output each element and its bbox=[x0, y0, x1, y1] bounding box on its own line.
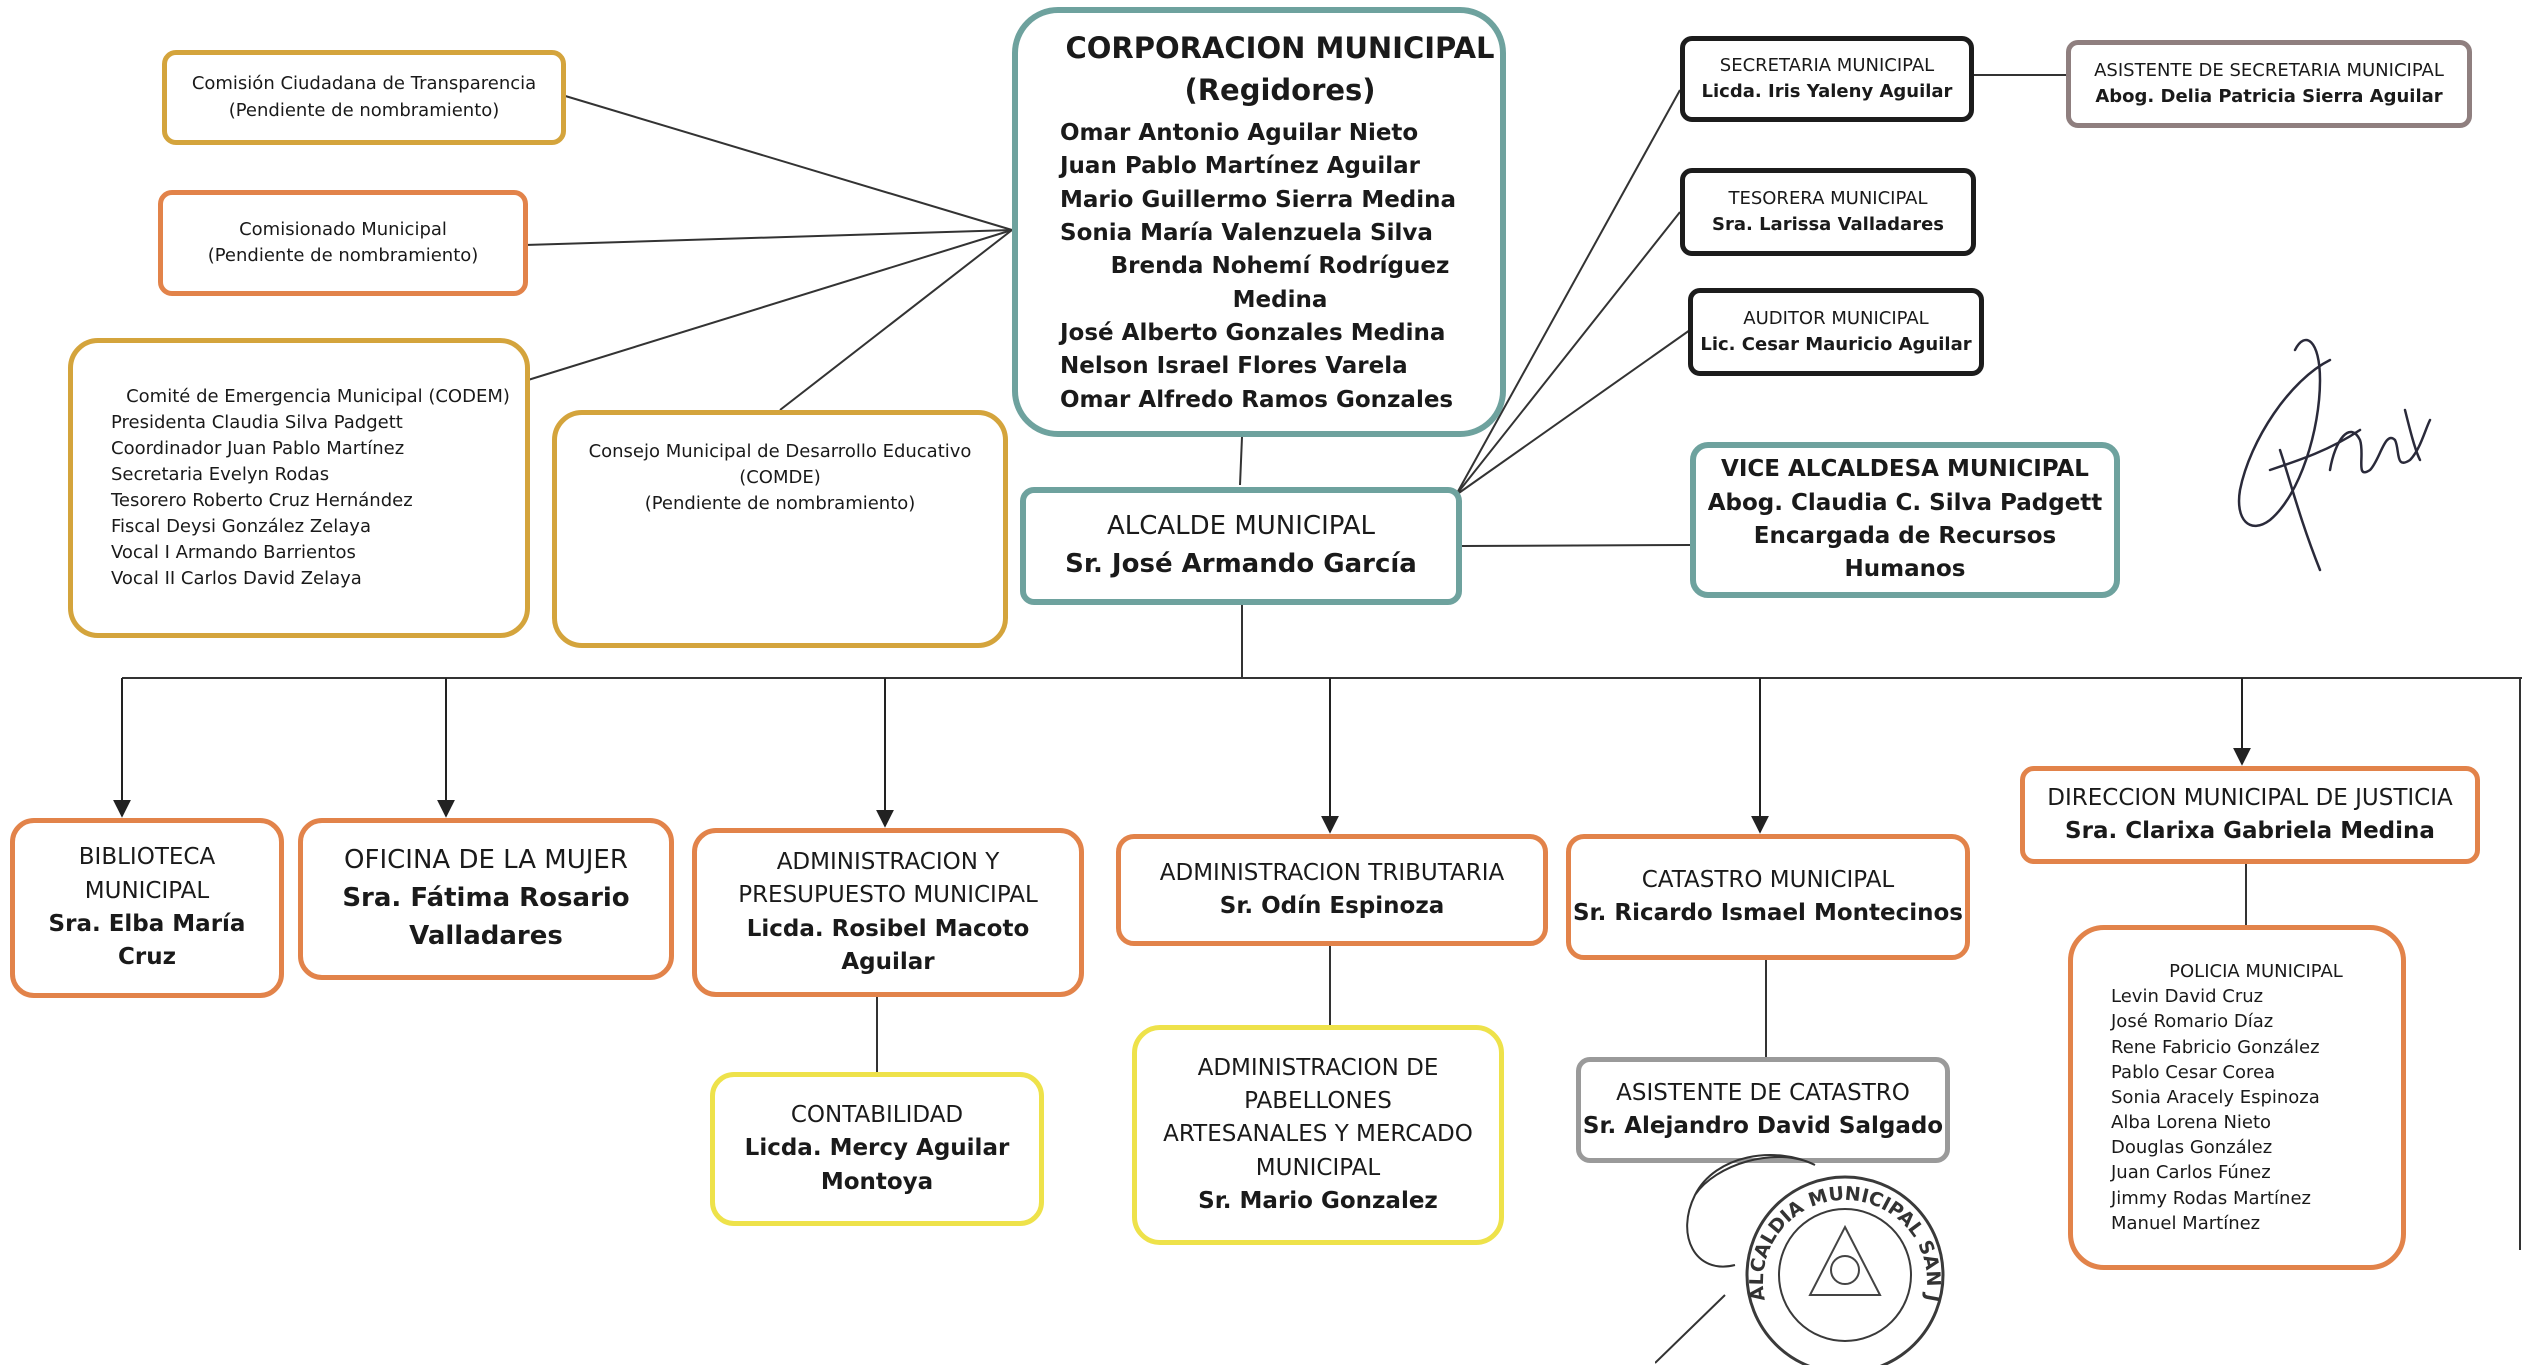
mujer-line3: Valladares bbox=[409, 920, 563, 951]
municipal-seal-icon: ALCALDIA MUNICIPAL SAN JUAN DE OJOJONA bbox=[1655, 1135, 1945, 1365]
asistente-catastro-box: ASISTENTE DE CATASTRO Sr. Alejandro Davi… bbox=[1576, 1057, 1950, 1163]
contabilidad-line3: Montoya bbox=[820, 1168, 934, 1195]
comisionado-title: Comisionado Municipal bbox=[239, 218, 447, 240]
presupuesto-name: Licda. Rosibel Macoto Aguilar bbox=[746, 915, 1030, 975]
pabellones-box: ADMINISTRACION DE PABELLONES ARTESANALES… bbox=[1132, 1025, 1504, 1245]
tesorera-municipal-box: TESORERA MUNICIPAL Sra. Larissa Valladar… bbox=[1680, 168, 1976, 256]
policia-member: Manuel Martínez bbox=[2111, 1212, 2261, 1234]
asistente-catastro-name: Sr. Alejandro David Salgado bbox=[1582, 1113, 1944, 1139]
pabellones-line1: ADMINISTRACION DE bbox=[1197, 1054, 1439, 1081]
codem-box: Comité de Emergencia Municipal (CODEM) P… bbox=[68, 338, 530, 638]
policia-box: POLICIA MUNICIPAL Levin David Cruz José … bbox=[2068, 925, 2406, 1270]
contabilidad-box: CONTABILIDAD Licda. Mercy Aguilar Montoy… bbox=[710, 1072, 1044, 1226]
presupuesto-box: ADMINISTRACION Y PRESUPUESTO MUNICIPAL L… bbox=[692, 828, 1084, 997]
codem-title: Comité de Emergencia Municipal (CODEM) bbox=[126, 385, 510, 407]
tributaria-name: Sr. Odín Espinoza bbox=[1219, 893, 1445, 919]
contabilidad-line2: Licda. Mercy Aguilar bbox=[744, 1135, 1010, 1162]
regidor-item: Omar Antonio Aguilar Nieto bbox=[1060, 120, 1419, 146]
auditor-title: AUDITOR MUNICIPAL bbox=[1743, 307, 1929, 329]
corporacion-municipal-box: CORPORACION MUNICIPAL (Regidores) Omar A… bbox=[1012, 7, 1506, 437]
auditor-name: Lic. Cesar Mauricio Aguilar bbox=[1700, 334, 1972, 355]
policia-member: José Romario Díaz bbox=[2111, 1011, 2274, 1033]
catastro-name: Sr. Ricardo Ismael Montecinos bbox=[1572, 900, 1963, 926]
biblioteca-line4: Cruz bbox=[118, 944, 176, 971]
policia-member: Rene Fabricio González bbox=[2111, 1036, 2320, 1058]
regidor-item: Sonia María Valenzuela Silva bbox=[1060, 220, 1433, 247]
regidor-item: Juan Pablo Martínez Aguilar bbox=[1060, 153, 1421, 180]
pabellones-line4: MUNICIPAL bbox=[1255, 1154, 1381, 1181]
vice-role: Encargada de Recursos Humanos bbox=[1753, 523, 2057, 583]
codem-member: Vocal II Carlos David Zelaya bbox=[111, 568, 362, 590]
regidor-item: Mario Guillermo Sierra Medina bbox=[1060, 186, 1457, 213]
secretaria-municipal-box: SECRETARIA MUNICIPAL Licda. Iris Yaleny … bbox=[1680, 36, 1974, 122]
tributaria-title: ADMINISTRACION TRIBUTARIA bbox=[1159, 859, 1505, 886]
policia-member: Sonia Aracely Espinoza bbox=[2111, 1086, 2320, 1108]
codem-member: Coordinador Juan Pablo Martínez bbox=[111, 437, 405, 459]
contabilidad-title: CONTABILIDAD bbox=[790, 1101, 964, 1128]
vice-title: VICE ALCALDESA MUNICIPAL bbox=[1721, 456, 2089, 483]
tesorera-title: TESORERA MUNICIPAL bbox=[1728, 187, 1928, 209]
pabellones-line2: PABELLONES bbox=[1244, 1087, 1392, 1114]
regidor-item: Brenda Nohemí Rodríguez Medina bbox=[1110, 253, 1450, 313]
codem-member: Presidenta Claudia Silva Padgett bbox=[111, 411, 403, 433]
biblioteca-line3: Sra. Elba María bbox=[48, 911, 246, 937]
biblioteca-box: BIBLIOTECA MUNICIPAL Sra. Elba María Cru… bbox=[10, 818, 284, 998]
vice-alcaldesa-box: VICE ALCALDESA MUNICIPAL Abog. Claudia C… bbox=[1690, 442, 2120, 598]
justicia-box: DIRECCION MUNICIPAL DE JUSTICIA Sra. Cla… bbox=[2020, 766, 2480, 864]
policia-member: Juan Carlos Fúnez bbox=[2111, 1162, 2271, 1184]
secretaria-title: SECRETARIA MUNICIPAL bbox=[1719, 54, 1935, 76]
alcalde-name: Sr. José Armando García bbox=[1065, 549, 1417, 579]
oficina-mujer-box: OFICINA DE LA MUJER Sra. Fátima Rosario … bbox=[298, 818, 674, 980]
policia-title: POLICIA MUNICIPAL bbox=[2169, 960, 2343, 982]
secretaria-name: Licda. Iris Yaleny Aguilar bbox=[1701, 81, 1953, 102]
biblioteca-line2: MUNICIPAL bbox=[84, 877, 210, 904]
tributaria-box: ADMINISTRACION TRIBUTARIA Sr. Odín Espin… bbox=[1116, 834, 1548, 946]
presupuesto-line2: PRESUPUESTO MUNICIPAL bbox=[738, 882, 1038, 909]
comision-transparencia-box: Comisión Ciudadana de Transparencia (Pen… bbox=[162, 50, 566, 145]
comision-transparencia-title: Comisión Ciudadana de Transparencia bbox=[191, 73, 537, 95]
policia-member: Pablo Cesar Corea bbox=[2111, 1061, 2276, 1083]
comde-title: Consejo Municipal de Desarrollo Educativ… bbox=[588, 441, 972, 462]
regidor-item: José Alberto Gonzales Medina bbox=[1060, 320, 1446, 347]
mujer-line2: Sra. Fátima Rosario bbox=[342, 883, 630, 914]
comisionado-status: (Pendiente de nombramiento) bbox=[207, 245, 479, 266]
policia-member: Levin David Cruz bbox=[2111, 986, 2264, 1008]
policia-member: Douglas González bbox=[2111, 1137, 2273, 1159]
mujer-title: OFICINA DE LA MUJER bbox=[344, 845, 628, 876]
comde-status: (Pendiente de nombramiento) bbox=[644, 493, 916, 515]
pabellones-line3: ARTESANALES Y MERCADO bbox=[1163, 1121, 1473, 1148]
comisionado-municipal-box: Comisionado Municipal (Pendiente de nomb… bbox=[158, 190, 528, 296]
regidor-item: Omar Alfredo Ramos Gonzales bbox=[1060, 386, 1454, 413]
codem-member: Secretaria Evelyn Rodas bbox=[111, 463, 330, 485]
auditor-municipal-box: AUDITOR MUNICIPAL Lic. Cesar Mauricio Ag… bbox=[1688, 288, 1984, 376]
policia-member: Alba Lorena Nieto bbox=[2111, 1112, 2272, 1134]
alcalde-municipal-box: ALCALDE MUNICIPAL Sr. José Armando Garcí… bbox=[1020, 487, 1462, 605]
comision-transparencia-status: (Pendiente de nombramiento) bbox=[228, 99, 500, 121]
justicia-name: Sra. Clarixa Gabriela Medina bbox=[2065, 818, 2435, 844]
comde-box: Consejo Municipal de Desarrollo Educativ… bbox=[552, 410, 1008, 648]
biblioteca-line1: BIBLIOTECA bbox=[78, 844, 216, 871]
corporacion-subtitle: (Regidores) bbox=[1184, 72, 1376, 107]
codem-member: Fiscal Deysi González Zelaya bbox=[111, 516, 371, 538]
asistente-secretaria-box: ASISTENTE DE SECRETARIA MUNICIPAL Abog. … bbox=[2066, 40, 2472, 128]
presupuesto-line1: ADMINISTRACION Y bbox=[776, 848, 1000, 875]
asistente-secretaria-title: ASISTENTE DE SECRETARIA MUNICIPAL bbox=[2094, 59, 2444, 81]
catastro-title: CATASTRO MUNICIPAL bbox=[1641, 866, 1895, 893]
codem-member: Tesorero Roberto Cruz Hernández bbox=[111, 490, 413, 511]
asistente-secretaria-name: Abog. Delia Patricia Sierra Aguilar bbox=[2095, 86, 2443, 107]
tesorera-name: Sra. Larissa Valladares bbox=[1711, 214, 1944, 235]
signature-image bbox=[2237, 338, 2432, 572]
codem-member: Vocal I Armando Barrientos bbox=[111, 542, 356, 564]
asistente-catastro-title: ASISTENTE DE CATASTRO bbox=[1616, 1079, 1910, 1106]
policia-member: Jimmy Rodas Martínez bbox=[2111, 1187, 2311, 1209]
comde-abbr: (COMDE) bbox=[739, 467, 821, 489]
regidor-item: Nelson Israel Flores Varela bbox=[1060, 353, 1408, 380]
vice-name: Abog. Claudia C. Silva Padgett bbox=[1707, 489, 2103, 516]
corporacion-title: CORPORACION MUNICIPAL bbox=[1065, 30, 1495, 65]
alcalde-title: ALCALDE MUNICIPAL bbox=[1106, 511, 1376, 542]
justicia-title: DIRECCION MUNICIPAL DE JUSTICIA bbox=[2047, 784, 2453, 811]
pabellones-name: Sr. Mario Gonzalez bbox=[1198, 1188, 1438, 1215]
catastro-box: CATASTRO MUNICIPAL Sr. Ricardo Ismael Mo… bbox=[1566, 834, 1970, 960]
